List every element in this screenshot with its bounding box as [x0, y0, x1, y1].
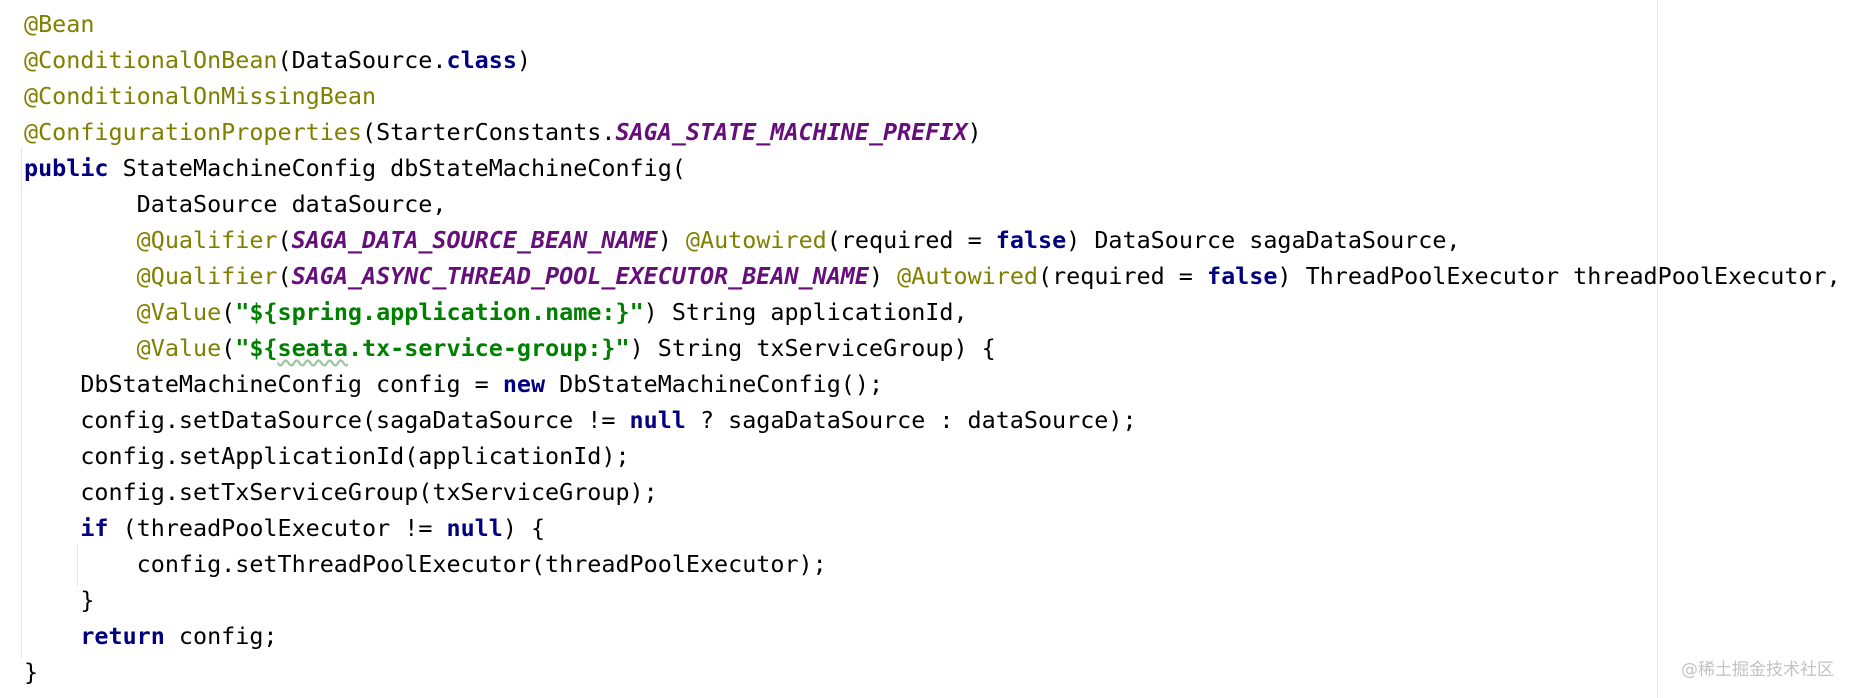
code-token: SAGA_DATA_SOURCE_BEAN_NAME [291, 226, 658, 254]
code-token: null [446, 514, 503, 542]
code-token: false [995, 226, 1067, 254]
code-line[interactable]: @Bean [24, 6, 1841, 42]
code-token: config; [164, 622, 278, 650]
code-line[interactable]: DataSource dataSource, [24, 186, 1841, 222]
code-line[interactable]: @Value("${seata.tx-service-group:}") Str… [24, 330, 1841, 366]
code-line[interactable]: if (threadPoolExecutor != null) { [24, 510, 1841, 546]
code-token: } [24, 658, 39, 686]
code-token: class [446, 46, 517, 74]
code-token: DataSource dataSource, [24, 190, 447, 218]
code-line[interactable]: return config; [24, 618, 1841, 654]
indent-guide-if-block [77, 544, 78, 586]
code-token: (StarterConstants. [361, 118, 616, 146]
code-line[interactable]: } [24, 582, 1841, 618]
code-token: @Value [136, 334, 222, 362]
code-token: new [502, 370, 546, 398]
code-token: @Autowired [897, 262, 1038, 290]
code-token: ) [657, 226, 686, 254]
code-token: SAGA_ASYNC_THREAD_POOL_EXECUTOR_BEAN_NAM… [291, 262, 869, 290]
code-line[interactable]: config.setDataSource(sagaDataSource != n… [24, 402, 1841, 438]
code-token: config.setDataSource(sagaDataSource != [24, 406, 630, 434]
code-token: ) ThreadPoolExecutor threadPoolExecutor, [1277, 262, 1841, 290]
code-line[interactable]: config.setApplicationId(applicationId); [24, 438, 1841, 474]
right-margin-guide [1657, 0, 1658, 698]
code-token [24, 262, 137, 290]
code-token: .tx-service-group:}" [347, 334, 630, 362]
code-token: ) String applicationId, [643, 298, 968, 326]
code-token: if [80, 514, 109, 542]
code-token [24, 622, 80, 650]
code-token: ) { [502, 514, 546, 542]
code-token: ( [221, 298, 236, 326]
code-token: (required = [1037, 262, 1207, 290]
code-line[interactable]: @ConfigurationProperties(StarterConstant… [24, 114, 1841, 150]
code-line[interactable]: config.setTxServiceGroup(txServiceGroup)… [24, 474, 1841, 510]
code-text[interactable]: @Bean @ConditionalOnBean(DataSource.class… [24, 6, 1841, 690]
code-token: @Qualifier [136, 226, 278, 254]
code-line[interactable]: config.setThreadPoolExecutor(threadPoolE… [24, 546, 1841, 582]
code-line[interactable]: @ConditionalOnBean(DataSource.class) [24, 42, 1841, 78]
code-token [24, 298, 137, 326]
code-token: seata [277, 334, 348, 362]
indent-guide-method-body [21, 148, 22, 658]
code-line[interactable]: @Qualifier(SAGA_DATA_SOURCE_BEAN_NAME) @… [24, 222, 1841, 258]
code-token: "${ [235, 334, 278, 362]
code-token: } [24, 586, 95, 614]
code-token: @Autowired [685, 226, 827, 254]
code-token: ) [516, 46, 531, 74]
code-token [24, 226, 137, 254]
code-token: @Bean [24, 10, 95, 38]
code-token: public [24, 154, 109, 182]
code-token: @ConditionalOnMissingBean [24, 82, 377, 110]
code-token: DbStateMachineConfig config = [24, 370, 503, 398]
code-token: DbStateMachineConfig(); [545, 370, 884, 398]
code-line[interactable]: @Qualifier(SAGA_ASYNC_THREAD_POOL_EXECUT… [24, 258, 1841, 294]
code-token: ) [967, 118, 982, 146]
code-token: ? sagaDataSource : dataSource); [685, 406, 1137, 434]
code-token: "${spring.application.name:}" [235, 298, 644, 326]
code-token: (required = [826, 226, 996, 254]
code-line[interactable]: @ConditionalOnMissingBean [24, 78, 1841, 114]
code-token: ) String txServiceGroup) { [629, 334, 996, 362]
code-token [24, 334, 137, 362]
code-token: (threadPoolExecutor != [108, 514, 447, 542]
code-token: config.setApplicationId(applicationId); [24, 442, 630, 470]
code-line[interactable]: public StateMachineConfig dbStateMachine… [24, 150, 1841, 186]
code-token: (DataSource. [277, 46, 447, 74]
code-token: SAGA_STATE_MACHINE_PREFIX [615, 118, 968, 146]
code-token: ( [277, 262, 292, 290]
code-line[interactable]: } [24, 654, 1841, 690]
code-token: @ConditionalOnBean [24, 46, 278, 74]
code-token: ( [221, 334, 236, 362]
code-token: StateMachineConfig dbStateMachineConfig( [108, 154, 686, 182]
code-token: @Value [136, 298, 222, 326]
watermark: @稀土掘金技术社区 [1681, 660, 1834, 680]
code-token: false [1206, 262, 1278, 290]
code-token [24, 514, 80, 542]
code-token: @Qualifier [136, 262, 278, 290]
code-token: ) [868, 262, 898, 290]
code-token: return [80, 622, 165, 650]
code-token: ( [277, 226, 292, 254]
code-line[interactable]: DbStateMachineConfig config = new DbStat… [24, 366, 1841, 402]
code-token: ) DataSource sagaDataSource, [1066, 226, 1461, 254]
code-line[interactable]: @Value("${spring.application.name:}") St… [24, 294, 1841, 330]
code-token: @ConfigurationProperties [24, 118, 362, 146]
code-token: config.setThreadPoolExecutor(threadPoolE… [24, 550, 827, 578]
code-token: null [629, 406, 686, 434]
code-token: config.setTxServiceGroup(txServiceGroup)… [24, 478, 658, 506]
